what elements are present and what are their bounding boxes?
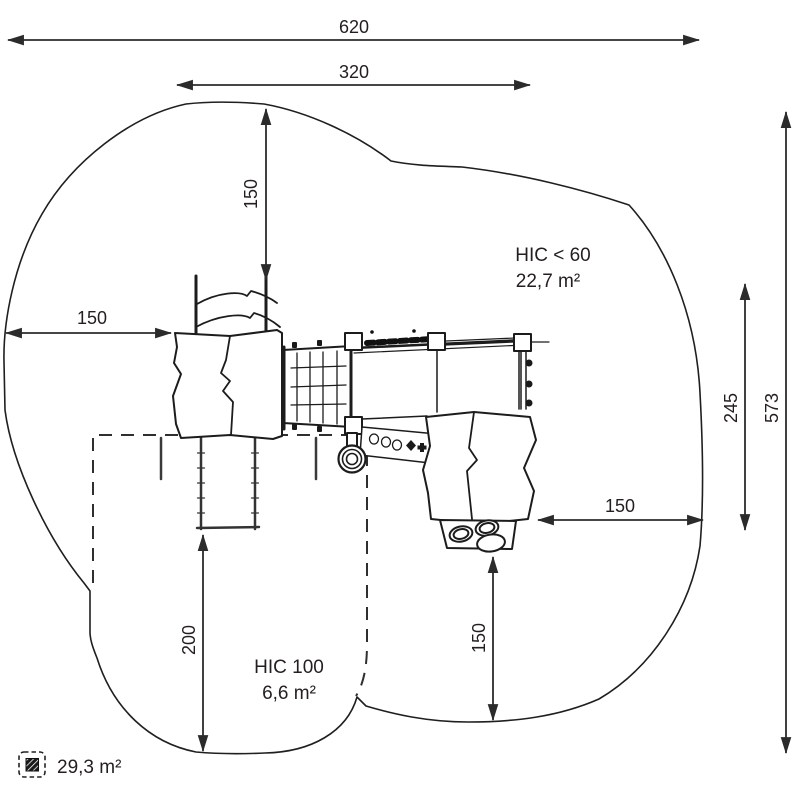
diamond-glyph: [406, 440, 416, 451]
play-structure: [159, 274, 550, 553]
dim-320: 320: [175, 62, 532, 91]
cross-glyph: [417, 443, 427, 452]
legend-total-area: 29,3 m²: [57, 757, 121, 778]
dim-150-bottom-label: 150: [469, 623, 489, 653]
left-rock-wall: [172, 329, 283, 440]
dim-150-top: 150: [241, 107, 272, 282]
hic100-area: 6,6 m²: [262, 683, 316, 704]
legend: 29,3 m²: [18, 751, 121, 778]
hic60-area: 22,7 m²: [516, 271, 580, 292]
ladder-rungs: [520, 351, 533, 410]
rock-crack: [466, 411, 478, 520]
hic60-label: HIC < 60: [515, 245, 591, 266]
zone-annotations: HIC < 60 22,7 m² HIC 100 6,6 m²: [254, 245, 591, 704]
dim-245-label: 245: [721, 393, 741, 423]
abacus-beads: [364, 336, 434, 346]
rock-crack: [220, 335, 234, 436]
dim-150-left: 150: [4, 308, 173, 339]
dim-320-label: 320: [339, 62, 369, 82]
dim-150-right-label: 150: [605, 496, 635, 516]
dim-200: 200: [179, 533, 209, 753]
platform-posts: [344, 332, 532, 435]
net-bridge: [282, 340, 353, 433]
wave-climber: [194, 274, 281, 338]
hic100-zone-outline: [92, 434, 368, 697]
dim-150-right: 150: [536, 496, 705, 526]
barrel-steps: [439, 519, 517, 553]
platform: [344, 329, 550, 435]
dim-573-label: 573: [762, 393, 782, 423]
dim-245: 245: [721, 282, 751, 532]
dimensions: 620 320 150 150 245 573 150 150: [4, 17, 792, 755]
dim-573: 573: [762, 110, 792, 755]
legend-hatched-square-icon: [25, 758, 39, 772]
slide: [195, 436, 261, 531]
hic100-label: HIC 100: [254, 657, 324, 678]
dim-200-label: 200: [179, 625, 199, 655]
legend-dashed-square-icon: [18, 751, 46, 778]
dim-150-bottom: 150: [469, 555, 499, 722]
dim-620-label: 620: [339, 17, 369, 37]
safety-zone-outline: [3, 101, 704, 755]
dim-150-top-label: 150: [241, 179, 261, 209]
dim-620: 620: [6, 17, 701, 46]
dim-150-left-label: 150: [77, 308, 107, 328]
right-rock-wall: [422, 411, 537, 525]
climbing-ring: [337, 432, 367, 474]
